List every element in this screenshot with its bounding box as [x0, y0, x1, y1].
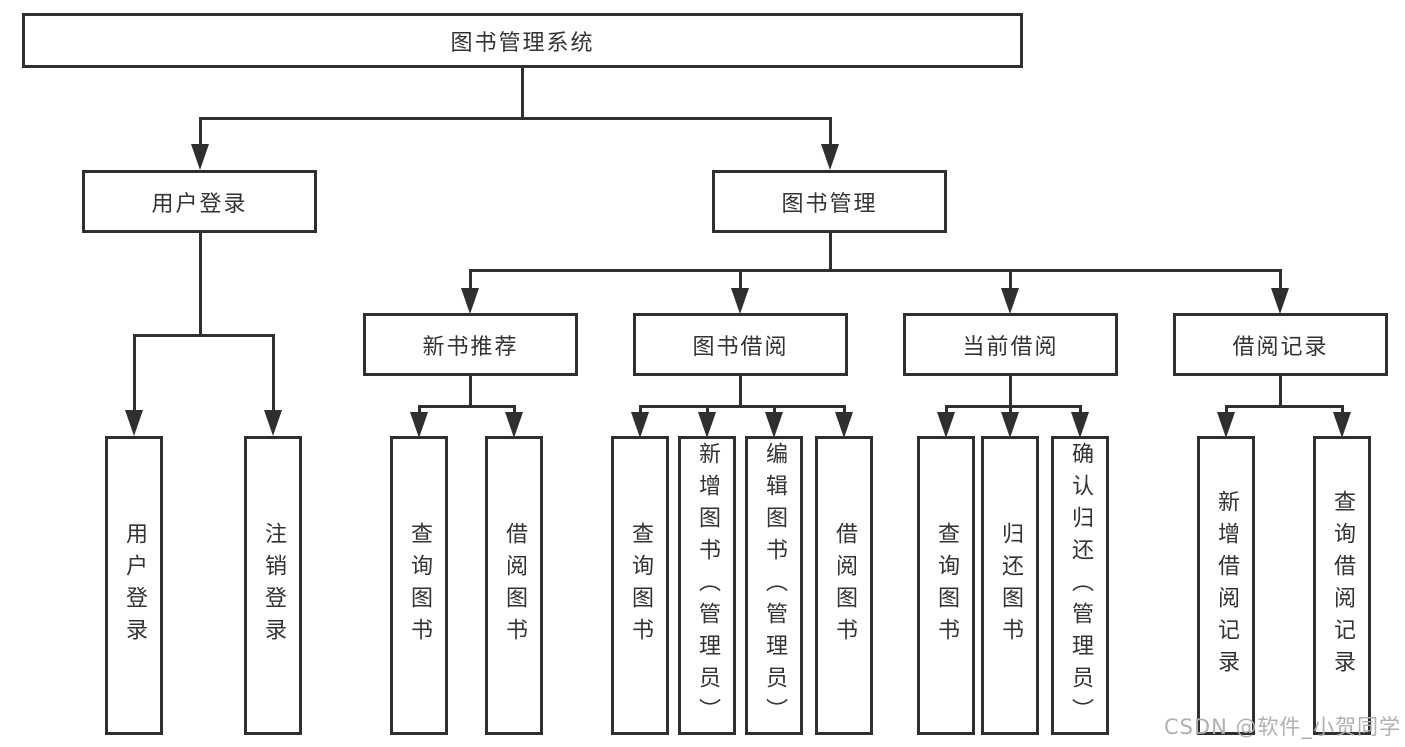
connector-line — [468, 268, 1282, 272]
connector-line — [198, 116, 832, 120]
leaf-recommend-query-books-label: 查询图书 — [407, 521, 432, 650]
connector-line — [132, 335, 136, 413]
connector-line — [828, 118, 832, 148]
connector-line — [512, 406, 516, 414]
leaf-recommend-borrow-books: 借阅图书 — [485, 436, 543, 735]
leaf-borrowing-edit-books-admin: 编辑图书（管理员） — [745, 436, 803, 735]
arrow-down-icon — [191, 144, 209, 170]
leaf-current-return-books: 归还图书 — [981, 436, 1039, 735]
connector-line — [468, 376, 472, 407]
node-borrow-records-label: 借阅记录 — [1232, 334, 1329, 360]
node-new-book-recommend-label: 新书推荐 — [422, 334, 519, 360]
leaf-user-login-label: 用户登录 — [122, 521, 147, 650]
connector-line — [520, 68, 524, 118]
node-current-borrowing: 当前借阅 — [903, 313, 1118, 376]
leaf-records-query-record-label: 查询借阅记录 — [1330, 489, 1355, 682]
connector-line — [198, 118, 202, 148]
connector-line — [944, 406, 948, 414]
connector-line — [1008, 270, 1012, 290]
connector-line — [738, 376, 742, 407]
arrow-down-icon — [1217, 412, 1235, 438]
node-borrow-records: 借阅记录 — [1173, 313, 1388, 376]
arrow-down-icon — [264, 410, 282, 436]
connector-line — [271, 335, 275, 413]
node-user-login-branch-label: 用户登录 — [151, 191, 248, 217]
arrow-down-icon — [765, 412, 783, 438]
arrow-down-icon — [410, 412, 428, 438]
arrow-down-icon — [731, 288, 749, 314]
node-user-login-branch: 用户登录 — [82, 170, 317, 233]
leaf-records-add-record-label: 新增借阅记录 — [1214, 489, 1239, 682]
leaf-current-query-books-label: 查询图书 — [934, 521, 959, 650]
connector-line — [638, 406, 642, 414]
arrow-down-icon — [1333, 412, 1351, 438]
node-root-label: 图书管理系统 — [450, 30, 595, 56]
leaf-borrowing-query-books-label: 查询图书 — [628, 521, 653, 650]
arrow-down-icon — [125, 410, 143, 436]
node-book-management-branch-label: 图书管理 — [781, 191, 878, 217]
leaf-recommend-query-books: 查询图书 — [390, 436, 448, 735]
arrow-down-icon — [505, 412, 523, 438]
connector-line — [1224, 406, 1228, 414]
node-root-library-system: 图书管理系统 — [22, 13, 1023, 68]
arrow-down-icon — [461, 288, 479, 314]
connector-line — [417, 404, 516, 408]
connector-line — [638, 404, 846, 408]
leaf-borrowing-borrow-books: 借阅图书 — [815, 436, 873, 735]
arrow-down-icon — [937, 412, 955, 438]
arrow-down-icon — [835, 412, 853, 438]
leaf-borrowing-add-books-admin-label: 新增图书（管理员） — [695, 441, 720, 730]
node-current-borrowing-label: 当前借阅 — [962, 334, 1059, 360]
leaf-user-logout: 注销登录 — [244, 436, 302, 735]
connector-line — [705, 406, 709, 414]
leaf-user-logout-label: 注销登录 — [261, 521, 286, 650]
arrow-down-icon — [1001, 288, 1019, 314]
connector-line — [842, 406, 846, 414]
node-new-book-recommend: 新书推荐 — [363, 313, 578, 376]
leaf-records-add-record: 新增借阅记录 — [1197, 436, 1255, 735]
arrow-down-icon — [1071, 412, 1089, 438]
connector-line — [1340, 406, 1344, 414]
connector-line — [772, 406, 776, 414]
connector-line — [417, 406, 421, 414]
arrow-down-icon — [1001, 412, 1019, 438]
arrow-down-icon — [821, 144, 839, 170]
connector-line — [1008, 376, 1012, 407]
leaf-current-return-books-label: 归还图书 — [998, 521, 1023, 650]
connector-line — [1008, 406, 1012, 414]
leaf-records-query-record: 查询借阅记录 — [1313, 436, 1371, 735]
connector-line — [1278, 270, 1282, 290]
connector-line — [1278, 376, 1282, 407]
connector-line — [738, 270, 742, 290]
leaf-recommend-borrow-books-label: 借阅图书 — [502, 521, 527, 650]
csdn-watermark: CSDN @软件_小贺同学 — [1163, 715, 1401, 739]
leaf-current-confirm-return-admin: 确认归还（管理员） — [1051, 436, 1109, 735]
leaf-user-login: 用户登录 — [105, 436, 163, 735]
leaf-current-query-books: 查询图书 — [917, 436, 975, 735]
leaf-borrowing-add-books-admin: 新增图书（管理员） — [678, 436, 736, 735]
connector-line — [828, 233, 832, 271]
node-book-management-branch: 图书管理 — [712, 170, 947, 233]
arrow-down-icon — [698, 412, 716, 438]
connector-line — [198, 233, 202, 336]
connector-line — [133, 333, 275, 337]
connector-line — [1078, 406, 1082, 414]
leaf-current-confirm-return-admin-label: 确认归还（管理员） — [1068, 441, 1093, 730]
arrow-down-icon — [631, 412, 649, 438]
connector-line — [1224, 404, 1344, 408]
leaf-borrowing-edit-books-admin-label: 编辑图书（管理员） — [762, 441, 787, 730]
leaf-borrowing-borrow-books-label: 借阅图书 — [832, 521, 857, 650]
node-book-borrowing-label: 图书借阅 — [692, 334, 789, 360]
leaf-borrowing-query-books: 查询图书 — [611, 436, 669, 735]
node-book-borrowing: 图书借阅 — [633, 313, 848, 376]
arrow-down-icon — [1271, 288, 1289, 314]
connector-line — [468, 270, 472, 290]
connector-line — [944, 404, 1082, 408]
